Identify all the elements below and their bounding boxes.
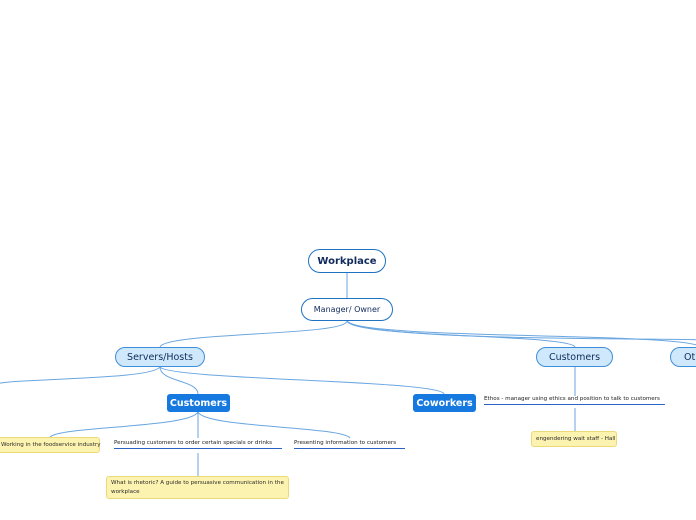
text-persuading-customers[interactable]: Persuading customers to order certain sp…	[114, 440, 282, 449]
edge-customers-presenting	[197, 411, 351, 439]
topic-customers[interactable]: Customers	[167, 394, 230, 412]
node-customers[interactable]: Customers	[536, 347, 613, 367]
text-ethos[interactable]: Ethos - manager using ethics and positio…	[484, 396, 665, 405]
edge-customers-foodservice	[49, 411, 199, 438]
node-other-truncated[interactable]: Oth	[670, 347, 696, 367]
edge-servers-left	[0, 366, 161, 384]
edge-servers-customers	[159, 366, 199, 395]
node-manager-owner[interactable]: Manager/ Owner	[301, 298, 393, 321]
note-what-is-rhetoric[interactable]: What is rhetoric? A guide to persuasive …	[106, 476, 289, 499]
edge-servers-coworkers	[159, 366, 445, 395]
root-node-workplace[interactable]: Workplace	[308, 249, 386, 273]
note-foodservice-industry[interactable]: Working in the foodservice industry	[0, 437, 101, 453]
node-servers-hosts[interactable]: Servers/Hosts	[115, 347, 205, 367]
text-presenting-information[interactable]: Presenting information to customers	[294, 440, 405, 449]
edge-manager-offscreen	[346, 320, 696, 341]
edge-manager-servers	[159, 320, 348, 348]
edge-manager-other	[346, 320, 696, 346]
topic-coworkers[interactable]: Coworkers	[413, 394, 476, 412]
note-engendering-wait-staff[interactable]: engendering wait staff - Hall	[531, 431, 617, 447]
